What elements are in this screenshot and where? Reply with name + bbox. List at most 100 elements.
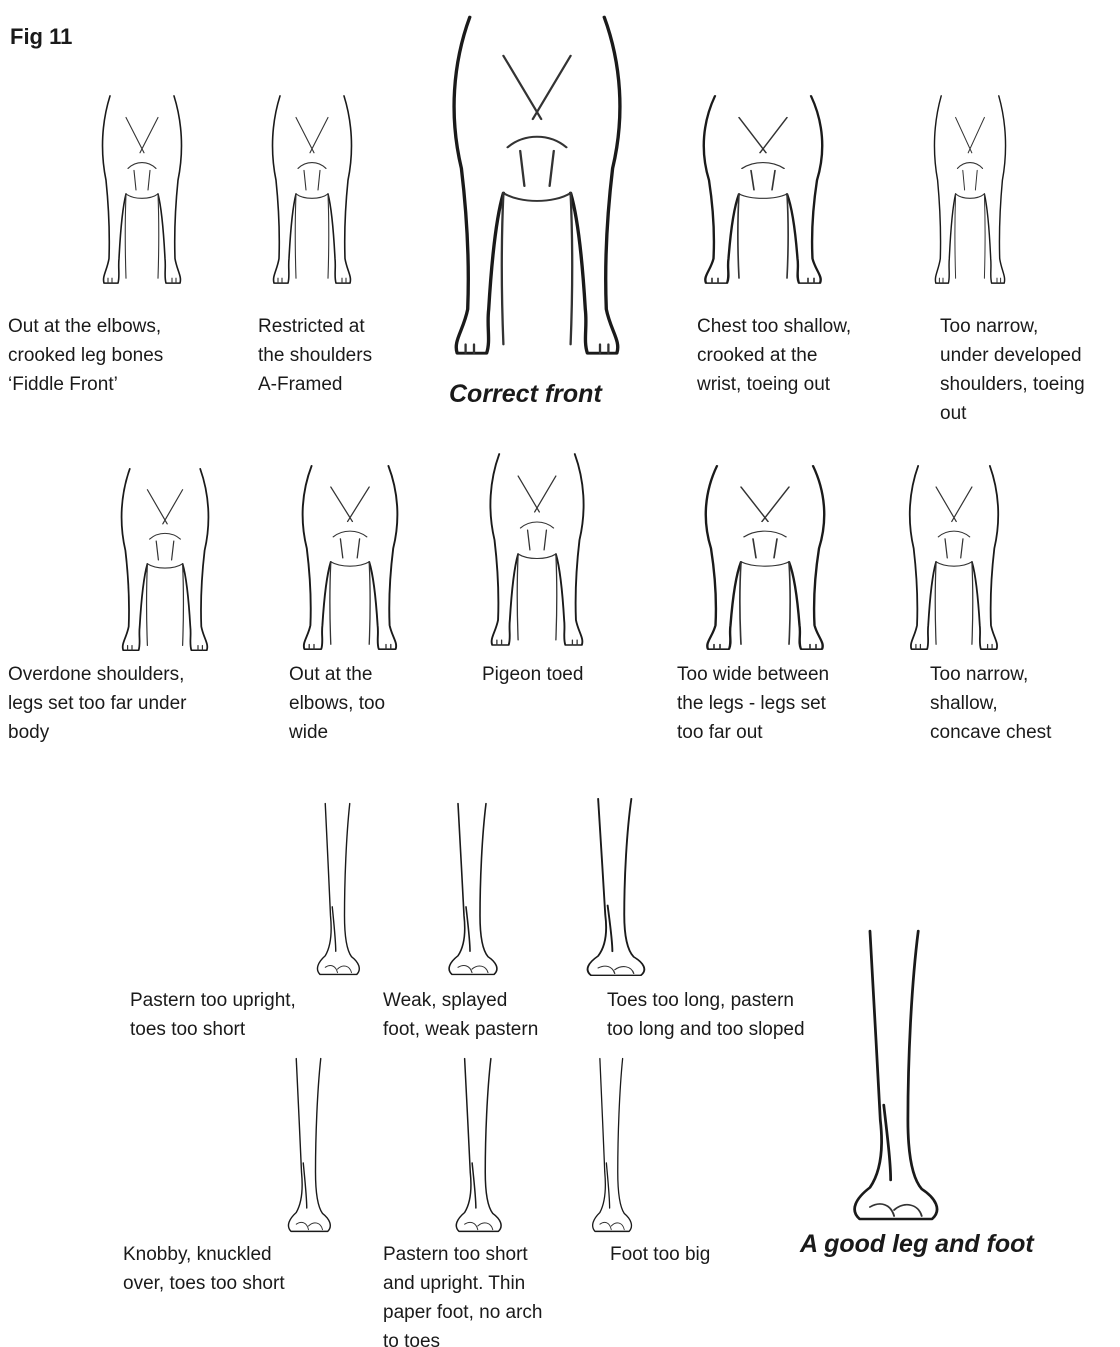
front-view-drawing-9-stroke bbox=[910, 466, 936, 649]
front-view-drawing-1-stroke bbox=[126, 117, 158, 152]
front-view-drawing-3 bbox=[688, 92, 838, 288]
leg-view-drawing-3-stroke bbox=[598, 966, 634, 973]
good-leg-drawing-stroke bbox=[870, 1204, 922, 1216]
leg-view-drawing-4-stroke bbox=[288, 1059, 330, 1232]
leg-view-drawing-3-stroke bbox=[608, 905, 613, 951]
correct-front-drawing-stroke bbox=[502, 193, 572, 344]
caption-line: to toes bbox=[383, 1327, 543, 1347]
front-view-drawing-9-stroke bbox=[936, 562, 972, 566]
front-view-drawing-6-stroke bbox=[331, 487, 369, 522]
caption-line: crooked leg bones bbox=[8, 341, 163, 370]
caption-line: Pastern too short bbox=[383, 1240, 543, 1269]
good-leg-drawing bbox=[832, 925, 970, 1225]
front-view-drawing-4-stroke bbox=[956, 117, 985, 152]
caption-line: Pastern too upright, bbox=[130, 986, 296, 1015]
caption-line: Too narrow, bbox=[940, 312, 1085, 341]
caption-line: Out at the bbox=[289, 660, 385, 689]
front-view-drawing-2-stroke bbox=[273, 96, 296, 283]
caption-line: too long and too sloped bbox=[607, 1015, 805, 1044]
caption-line: over, toes too short bbox=[123, 1269, 285, 1298]
front-view-drawing-1-stroke bbox=[158, 96, 181, 283]
caption-line: crooked at the bbox=[697, 341, 851, 370]
leg-view-caption-2: Weak, splayedfoot, weak pastern bbox=[383, 986, 538, 1044]
front-view-drawing-3-stroke bbox=[739, 194, 787, 198]
front-view-drawing-4-stroke bbox=[955, 194, 985, 278]
caption-line: wide bbox=[289, 718, 385, 747]
leg-view-drawing-2-stroke bbox=[458, 966, 488, 973]
front-view-drawing-2-stroke bbox=[296, 117, 328, 152]
front-view-drawing-9-stroke bbox=[972, 466, 998, 649]
front-view-drawing-8-stroke bbox=[740, 562, 790, 645]
correct-front-label: Correct front bbox=[449, 380, 602, 409]
front-view-caption-2: Restricted atthe shouldersA-Framed bbox=[258, 312, 372, 399]
leg-view-drawing-6-stroke bbox=[600, 1222, 624, 1229]
figure-title: Fig 11 bbox=[10, 24, 72, 50]
front-view-drawing-1-stroke bbox=[103, 96, 126, 283]
front-view-caption-6: Out at theelbows, toowide bbox=[289, 660, 385, 747]
front-view-drawing-6-stroke bbox=[369, 466, 397, 649]
leg-view-drawing-6-stroke bbox=[593, 1059, 632, 1232]
front-view-drawing-5-stroke bbox=[147, 564, 182, 568]
front-view-drawing-7-stroke bbox=[517, 554, 557, 640]
front-view-caption-7: Pigeon toed bbox=[482, 660, 583, 689]
front-view-drawing-7-stroke bbox=[490, 454, 518, 645]
leg-view-drawing-1-stroke bbox=[317, 804, 359, 975]
caption-line: under developed bbox=[940, 341, 1085, 370]
leg-view-drawing-6 bbox=[582, 1055, 647, 1235]
front-view-caption-3: Chest too shallow,crooked at thewrist, t… bbox=[697, 312, 851, 399]
caption-line: paper foot, no arch bbox=[383, 1298, 543, 1327]
leg-view-drawing-3 bbox=[572, 795, 667, 979]
front-view-drawing-8-stroke bbox=[741, 562, 789, 566]
correct-front-drawing-stroke bbox=[508, 137, 567, 186]
caption-line: too far out bbox=[677, 718, 829, 747]
front-view-drawing-3-stroke bbox=[787, 96, 822, 283]
leg-view-drawing-4-stroke bbox=[296, 1222, 322, 1229]
caption-line: the shoulders bbox=[258, 341, 372, 370]
front-view-drawing-1-stroke bbox=[128, 163, 156, 190]
leg-view-drawing-2 bbox=[436, 800, 516, 978]
caption-line: body bbox=[8, 718, 187, 747]
leg-view-caption-4: Knobby, knuckledover, toes too short bbox=[123, 1240, 285, 1298]
front-view-drawing-7-stroke bbox=[518, 476, 556, 512]
front-view-caption-4: Too narrow,under developedshoulders, toe… bbox=[940, 312, 1085, 428]
caption-line: Knobby, knuckled bbox=[123, 1240, 285, 1269]
leg-view-caption-3: Toes too long, pasterntoo long and too s… bbox=[607, 986, 805, 1044]
caption-line: Too wide between bbox=[677, 660, 829, 689]
front-view-drawing-4 bbox=[925, 92, 1015, 288]
caption-line: Out at the elbows, bbox=[8, 312, 163, 341]
front-view-drawing-5 bbox=[110, 465, 220, 655]
leg-view-drawing-2-stroke bbox=[466, 907, 470, 952]
front-view-drawing-5-stroke bbox=[147, 564, 184, 646]
caption-line: ‘Fiddle Front’ bbox=[8, 370, 163, 399]
good-leg-label: A good leg and foot bbox=[800, 1230, 1034, 1259]
front-view-drawing-7-stroke bbox=[518, 554, 556, 559]
front-view-drawing-6-stroke bbox=[303, 466, 331, 649]
caption-line: A-Framed bbox=[258, 370, 372, 399]
front-view-drawing-6 bbox=[290, 462, 410, 654]
front-view-drawing-5-stroke bbox=[147, 490, 182, 524]
front-view-drawing-3-stroke bbox=[739, 117, 787, 152]
correct-front-drawing bbox=[432, 10, 642, 362]
front-view-drawing-6-stroke bbox=[330, 562, 370, 645]
front-view-drawing-1-stroke bbox=[126, 194, 158, 198]
front-view-drawing-9-stroke bbox=[935, 562, 973, 645]
caption-line: elbows, too bbox=[289, 689, 385, 718]
leg-view-caption-6: Foot too big bbox=[610, 1240, 710, 1269]
leg-view-drawing-1-stroke bbox=[325, 966, 351, 973]
good-leg-drawing-stroke bbox=[855, 931, 937, 1219]
leg-view-drawing-2-stroke bbox=[449, 804, 497, 975]
front-view-drawing-5-stroke bbox=[122, 469, 148, 650]
front-view-drawing-4-stroke bbox=[957, 163, 982, 190]
front-view-drawing-5-stroke bbox=[150, 533, 181, 560]
leg-view-caption-5: Pastern too shortand upright. Thinpaper … bbox=[383, 1240, 543, 1347]
caption-line: Overdone shoulders, bbox=[8, 660, 187, 689]
front-view-caption-8: Too wide betweenthe legs - legs settoo f… bbox=[677, 660, 829, 747]
caption-line: shoulders, toeing bbox=[940, 370, 1085, 399]
caption-line: Too narrow, bbox=[930, 660, 1051, 689]
front-view-drawing-7-stroke bbox=[520, 522, 553, 550]
leg-view-drawing-1 bbox=[306, 800, 376, 978]
front-view-drawing-9-stroke bbox=[938, 531, 969, 558]
front-view-drawing-2-stroke bbox=[296, 194, 328, 198]
caption-line: legs set too far under bbox=[8, 689, 187, 718]
